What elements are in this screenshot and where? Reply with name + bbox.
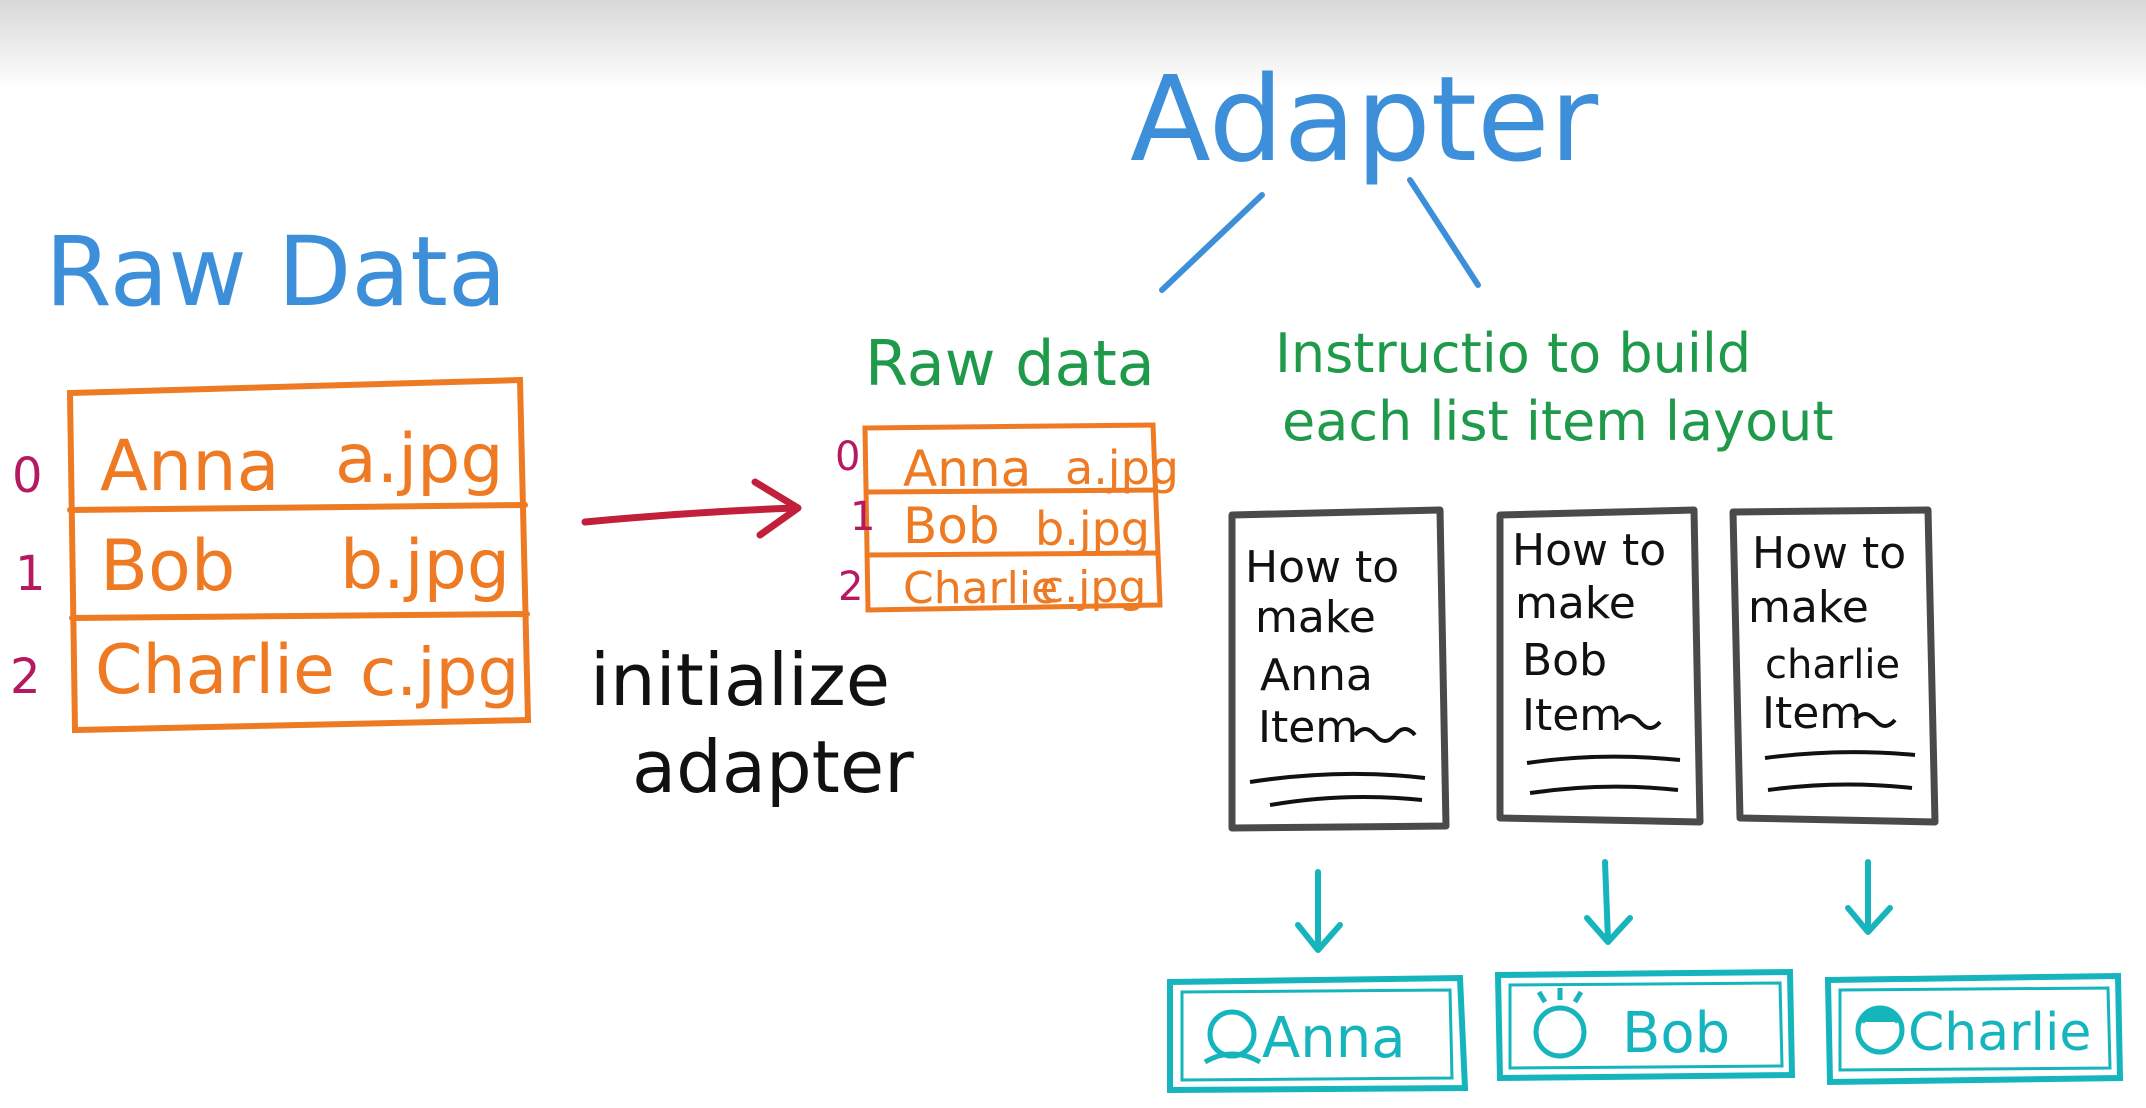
row-index: 0	[835, 434, 860, 480]
row-index: 1	[15, 546, 46, 602]
list-item-name: Bob	[1622, 1001, 1730, 1066]
raw-data-table-rows: 0 Anna a.jpg 1 Bob b.jpg 2 Charlie c.jpg	[10, 420, 519, 711]
row-name: Bob	[100, 525, 235, 607]
adapter-raw-data-label: Raw data	[865, 327, 1155, 400]
row-index: 2	[10, 649, 41, 705]
card-line: make	[1748, 582, 1869, 633]
adapter-raw-data-table	[862, 422, 1163, 613]
row-name: Charlie	[903, 563, 1058, 614]
card-line: Anna	[1260, 650, 1373, 701]
adapter-branches	[1159, 177, 1481, 293]
instruction-card: How to make charlie Item	[1729, 506, 1939, 826]
raw-data-title: Raw Data	[45, 216, 507, 328]
row-name: Bob	[903, 497, 1000, 555]
avatar-icon	[1533, 988, 1587, 1059]
card-line: make	[1515, 578, 1636, 629]
adapter-title: Adapter	[1130, 50, 1599, 188]
card-line: Item	[1258, 702, 1358, 753]
instruction-card: How to make Bob Item	[1496, 506, 1704, 826]
instructions-label-line1: Instructio to build	[1275, 322, 1751, 385]
row-file: c.jpg	[1040, 562, 1146, 613]
card-line: Item	[1762, 688, 1862, 739]
card-line: How to	[1245, 542, 1399, 593]
card-line: Item	[1522, 690, 1622, 741]
list-item-name: Anna	[1262, 1006, 1406, 1071]
arrow-label-line1: initialize	[590, 638, 890, 722]
row-name: Charlie	[95, 631, 335, 710]
arrow-label-line2: adapter	[632, 725, 914, 809]
instructions-label-line2: each list item layout	[1282, 390, 1834, 453]
card-line: Bob	[1522, 635, 1607, 686]
list-item-name: Charlie	[1908, 1003, 2091, 1063]
avatar-icon	[1855, 1005, 1905, 1055]
row-index: 1	[850, 494, 875, 540]
adapter-raw-data-rows: 0 Anna a.jpg 1 Bob b.jpg 2 Charlie c.jpg	[835, 434, 1179, 614]
row-index: 2	[838, 564, 863, 610]
card-line: make	[1255, 592, 1376, 643]
row-file: a.jpg	[335, 420, 504, 499]
list-item: Bob	[1494, 968, 1796, 1082]
initialize-arrow	[581, 478, 802, 539]
row-file: c.jpg	[360, 634, 519, 711]
card-line: How to	[1512, 525, 1666, 576]
row-name: Anna	[903, 440, 1031, 498]
row-file: b.jpg	[340, 526, 510, 605]
down-arrows	[1295, 859, 1893, 953]
card-line: How to	[1752, 528, 1906, 579]
row-index: 0	[12, 448, 43, 504]
instruction-card: How to make Anna Item	[1228, 506, 1450, 832]
row-file: a.jpg	[1065, 441, 1179, 495]
raw-data-table	[66, 376, 532, 734]
avatar-icon	[1203, 1009, 1262, 1065]
row-file: b.jpg	[1035, 502, 1150, 556]
row-name: Anna	[100, 425, 280, 507]
card-line: charlie	[1765, 642, 1900, 688]
list-item: Charlie	[1824, 972, 2124, 1086]
top-shading	[0, 0, 2146, 90]
list-item: Anna	[1167, 974, 1469, 1094]
